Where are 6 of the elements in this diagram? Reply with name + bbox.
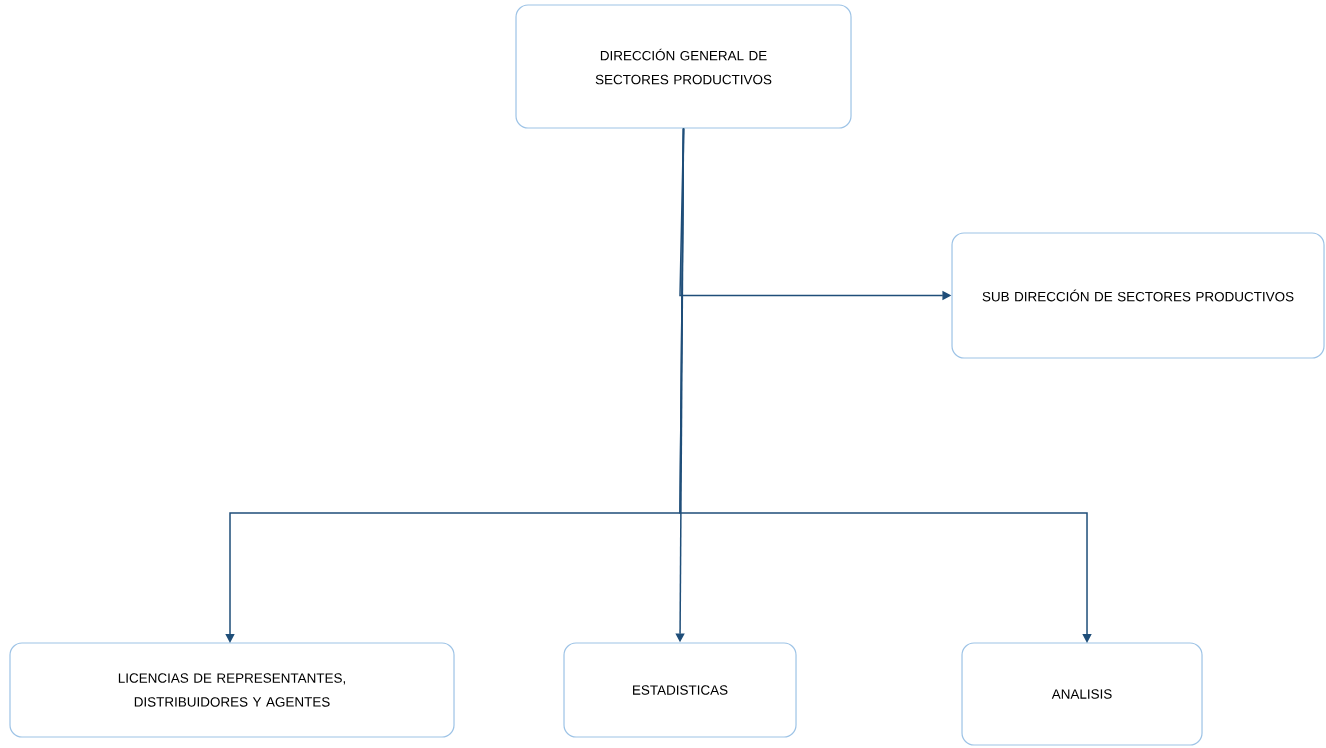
- org-box: SUB DIRECCIÓN DE SECTORES PRODUCTIVOS: [951, 232, 1325, 359]
- org-box: ESTADISTICAS: [563, 642, 797, 738]
- org-box: DIRECCIÓN GENERAL DE SECTORES PRODUCTIVOS: [515, 4, 852, 129]
- org-box: ANALISIS: [961, 642, 1203, 746]
- arrow: [679, 127, 1092, 643]
- org-box: LICENCIAS DE REPRESENTANTES, DISTRIBUIDORES Y AGENTES: [9, 642, 455, 738]
